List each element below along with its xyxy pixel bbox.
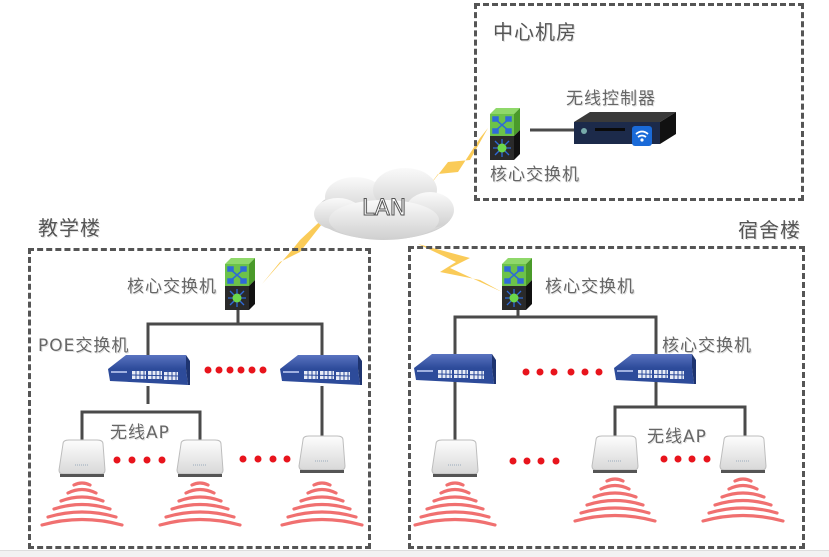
teach-core-switch-label: 核心交换机: [127, 277, 217, 297]
wireless-controller-icon: [574, 112, 676, 146]
dorm-second-switch-label: 核心交换机: [662, 336, 752, 356]
datacenter-zone: [474, 3, 804, 201]
teach-poe-switch-label: POE交换机: [38, 336, 130, 356]
lan-cloud-icon: [314, 168, 454, 240]
dc-core-switch-label: 核心交换机: [490, 165, 580, 185]
dorm-ap-label: 无线AP: [647, 427, 707, 447]
teaching-building-label: 教学楼: [38, 216, 101, 240]
bottom-border: [0, 550, 829, 557]
dorm-building-zone: [408, 246, 805, 549]
datacenter-label: 中心机房: [493, 20, 577, 44]
network-links: [80, 128, 747, 445]
dorm-core-switch-label: 核心交换机: [545, 277, 635, 297]
lan-cloud-label: LAN: [361, 196, 407, 222]
teaching-building-zone: [28, 248, 371, 549]
ellipsis-dots: [113, 366, 711, 465]
teach-ap-label: 无线AP: [110, 423, 170, 443]
lightning-dc-icon: [420, 128, 488, 198]
wireless-controller-label: 无线控制器: [566, 89, 656, 109]
dorm-building-label: 宿舍楼: [738, 218, 801, 242]
